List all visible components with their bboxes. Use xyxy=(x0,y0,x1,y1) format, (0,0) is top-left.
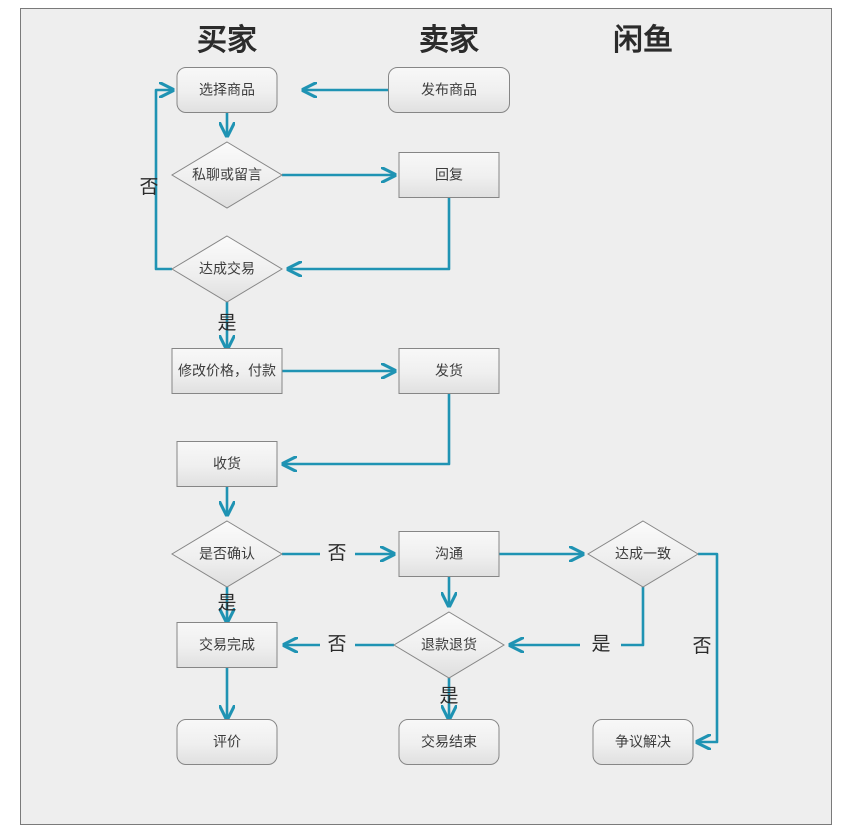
lane-title-text: 闲鱼 xyxy=(613,23,673,57)
lane-title-xianyu: 闲鱼 xyxy=(613,23,673,57)
node-communicate[interactable]: 沟通 xyxy=(398,531,500,577)
edge-label-deal-yes-to-modify: 是 xyxy=(217,313,236,334)
node-label: 收货 xyxy=(213,456,241,472)
node-publish-goods[interactable]: 发布商品 xyxy=(388,67,510,113)
lane-title-seller: 卖家 xyxy=(419,24,479,57)
node-label: 达成一致 xyxy=(615,546,671,562)
lane-title-text: 卖家 xyxy=(419,24,479,57)
edge-agreement-yes-to-refund xyxy=(621,587,645,647)
node-shape-rect xyxy=(398,348,500,394)
node-label: 发货 xyxy=(435,363,463,379)
edge-label-refund-no-to-done: 否 xyxy=(327,634,346,655)
node-deal-reached[interactable]: 达成交易 xyxy=(171,235,283,303)
node-chat-or-message[interactable]: 私聊或留言 xyxy=(171,141,283,209)
node-label: 退款退货 xyxy=(421,637,477,653)
node-refund-return[interactable]: 退款退货 xyxy=(393,611,505,679)
node-dispute[interactable]: 争议解决 xyxy=(592,719,694,765)
node-shape-round xyxy=(398,719,500,765)
node-shape-diamond xyxy=(171,141,283,209)
node-label: 沟通 xyxy=(435,546,463,562)
node-ship[interactable]: 发货 xyxy=(398,348,500,394)
edge-label-deal-no-to-select: 否 xyxy=(139,177,158,198)
node-shape-rect xyxy=(398,531,500,577)
node-shape-rect xyxy=(398,152,500,198)
edge-label-agreement-no-to-dispute: 否 xyxy=(692,636,711,657)
node-label: 交易结束 xyxy=(421,734,477,750)
node-select-goods[interactable]: 选择商品 xyxy=(176,67,278,113)
node-label: 是否确认 xyxy=(199,546,255,562)
node-shape-round xyxy=(592,719,694,765)
edge-label-agreement-yes-to-refund: 是 xyxy=(591,634,610,655)
lane-title-layer: 买家 卖家 闲鱼 xyxy=(197,23,673,57)
node-confirm[interactable]: 是否确认 xyxy=(171,520,283,588)
node-shape-round xyxy=(176,719,278,765)
node-label: 争议解决 xyxy=(615,734,671,750)
node-shape-rect xyxy=(171,348,283,394)
node-shape-rect xyxy=(176,441,278,487)
node-shape-diamond xyxy=(393,611,505,679)
edge-label-confirm-no-to-comm: 否 xyxy=(327,543,346,564)
node-label: 发布商品 xyxy=(421,82,477,98)
node-review[interactable]: 评价 xyxy=(176,719,278,765)
node-shape-round xyxy=(176,67,278,113)
node-trade-done[interactable]: 交易完成 xyxy=(176,622,278,668)
node-label: 评价 xyxy=(213,734,241,750)
node-reply[interactable]: 回复 xyxy=(398,152,500,198)
edge-reply-to-deal xyxy=(288,198,451,269)
node-modify-pay[interactable]: 修改价格，付款 xyxy=(171,348,283,394)
node-label: 回复 xyxy=(435,167,463,183)
node-shape-diamond xyxy=(171,235,283,303)
node-label: 达成交易 xyxy=(199,261,255,277)
node-shape-rect xyxy=(176,622,278,668)
edge-deal-no-to-select xyxy=(154,90,173,271)
edge-label-layer: 否是否是是否否是 xyxy=(139,177,711,707)
node-shape-diamond xyxy=(587,520,699,588)
node-label: 修改价格，付款 xyxy=(178,363,276,379)
node-agreement[interactable]: 达成一致 xyxy=(587,520,699,588)
node-label: 选择商品 xyxy=(199,82,255,98)
edge-agreement-no-to-dispute xyxy=(697,552,719,742)
lane-title-buyer: 买家 xyxy=(197,24,257,57)
edge-label-confirm-yes-to-done: 是 xyxy=(217,593,236,614)
node-receive[interactable]: 收货 xyxy=(176,441,278,487)
lane-title-text: 买家 xyxy=(197,24,257,57)
edge-ship-to-receive xyxy=(283,394,451,464)
node-label: 私聊或留言 xyxy=(192,167,262,183)
node-trade-end[interactable]: 交易结束 xyxy=(398,719,500,765)
node-label: 交易完成 xyxy=(199,637,255,653)
node-shape-round xyxy=(388,67,510,113)
node-shape-diamond xyxy=(171,520,283,588)
edge-label-refund-yes-to-end: 是 xyxy=(439,686,458,707)
edge-layer xyxy=(154,90,719,742)
